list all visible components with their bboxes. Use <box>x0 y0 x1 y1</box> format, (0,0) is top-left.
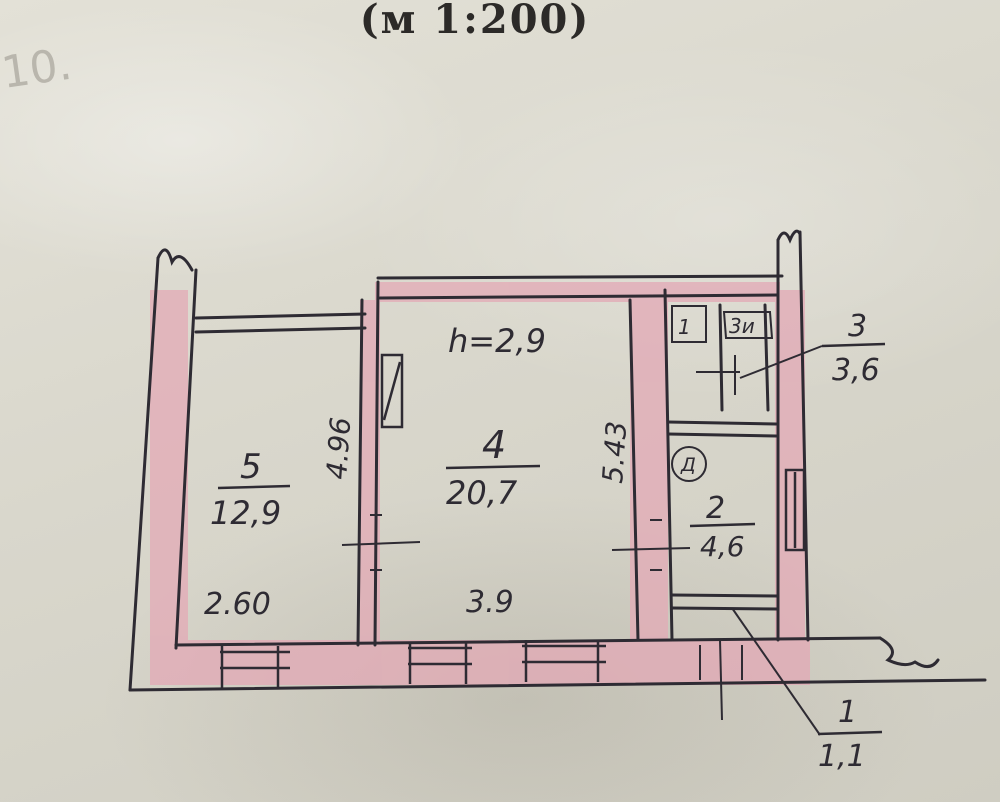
door-ticks <box>341 345 823 736</box>
window-right-wall <box>784 468 806 552</box>
room4-length-dim: 5.43 <box>596 420 633 484</box>
corner-pencil-mark: 10. <box>0 39 75 99</box>
wall-left-break <box>156 248 194 272</box>
room4-number: 4 <box>482 423 506 467</box>
room1-fraction-bar <box>817 730 883 736</box>
wall-5-4-right <box>373 280 380 647</box>
wall-left-highlight <box>150 290 188 685</box>
leader-room1 <box>731 607 821 736</box>
fixture-box-label: 1 <box>678 315 691 339</box>
room3-area: 3,6 <box>832 353 880 388</box>
room3-inner-line <box>718 303 724 412</box>
entry-line <box>719 639 723 721</box>
room3-fixtures <box>671 305 774 343</box>
ceiling-height: h=2,9 <box>448 322 546 360</box>
room3-bottom-a <box>666 420 778 426</box>
wall-right-break <box>776 229 802 244</box>
fixture-box <box>671 305 707 343</box>
wall-5-4-left <box>356 298 364 647</box>
room4-top-outer <box>376 274 784 280</box>
room2-area: 4,6 <box>700 530 745 563</box>
leader-room3 <box>739 345 823 379</box>
windows <box>220 353 806 688</box>
window-room4-right <box>522 640 606 682</box>
wc-box <box>722 311 774 339</box>
room5-top-outer <box>194 312 367 320</box>
room4-width-dim: 3.9 <box>466 585 514 620</box>
circle-mark <box>671 446 707 482</box>
room5-length-dim: 4.96 <box>320 416 357 480</box>
partition-right <box>663 288 674 642</box>
room5-width-dim: 2.60 <box>204 587 271 622</box>
wall-right-outer <box>798 230 810 642</box>
room5-top-inner <box>194 326 367 334</box>
circle-mark-label: Д <box>680 454 696 476</box>
partition-left <box>628 298 640 642</box>
wall-bottom-outer <box>128 678 987 692</box>
room3-fraction-bar <box>821 342 886 348</box>
room2-number: 2 <box>706 491 725 526</box>
room5-area: 12,9 <box>210 494 281 532</box>
door-5-4 <box>341 541 421 546</box>
room3-bottom-b <box>666 432 778 438</box>
room2-bottom-b <box>670 606 780 611</box>
window-room4-left <box>408 642 472 684</box>
wall-bottom-highlight <box>150 640 810 685</box>
scale-label: (м 1:200) <box>359 0 591 43</box>
wall-left-outer <box>128 256 160 692</box>
room2-fraction-bar <box>689 522 756 528</box>
room1-area: 1,1 <box>818 739 866 774</box>
wc-label: 3и <box>729 314 755 338</box>
door-4-2 <box>611 547 691 551</box>
wall-lines <box>128 229 987 692</box>
vent-room4 <box>380 353 404 429</box>
room5-number: 5 <box>240 447 262 487</box>
room4-top-inner <box>378 293 780 300</box>
wall-right-highlight <box>775 290 805 640</box>
room3-inner-line-2 <box>763 303 770 412</box>
wall-left-inner <box>174 268 198 650</box>
wall-bottom-break <box>878 636 940 668</box>
wall-bottom-inner <box>174 636 882 647</box>
room2-bottom-a <box>670 593 780 598</box>
room4-area: 20,7 <box>446 474 518 512</box>
room5-fraction-bar <box>217 484 291 490</box>
window-room5 <box>220 646 290 688</box>
room3-number: 3 <box>848 309 867 344</box>
room4-fraction-bar <box>445 464 541 470</box>
room1-number: 1 <box>838 695 857 730</box>
